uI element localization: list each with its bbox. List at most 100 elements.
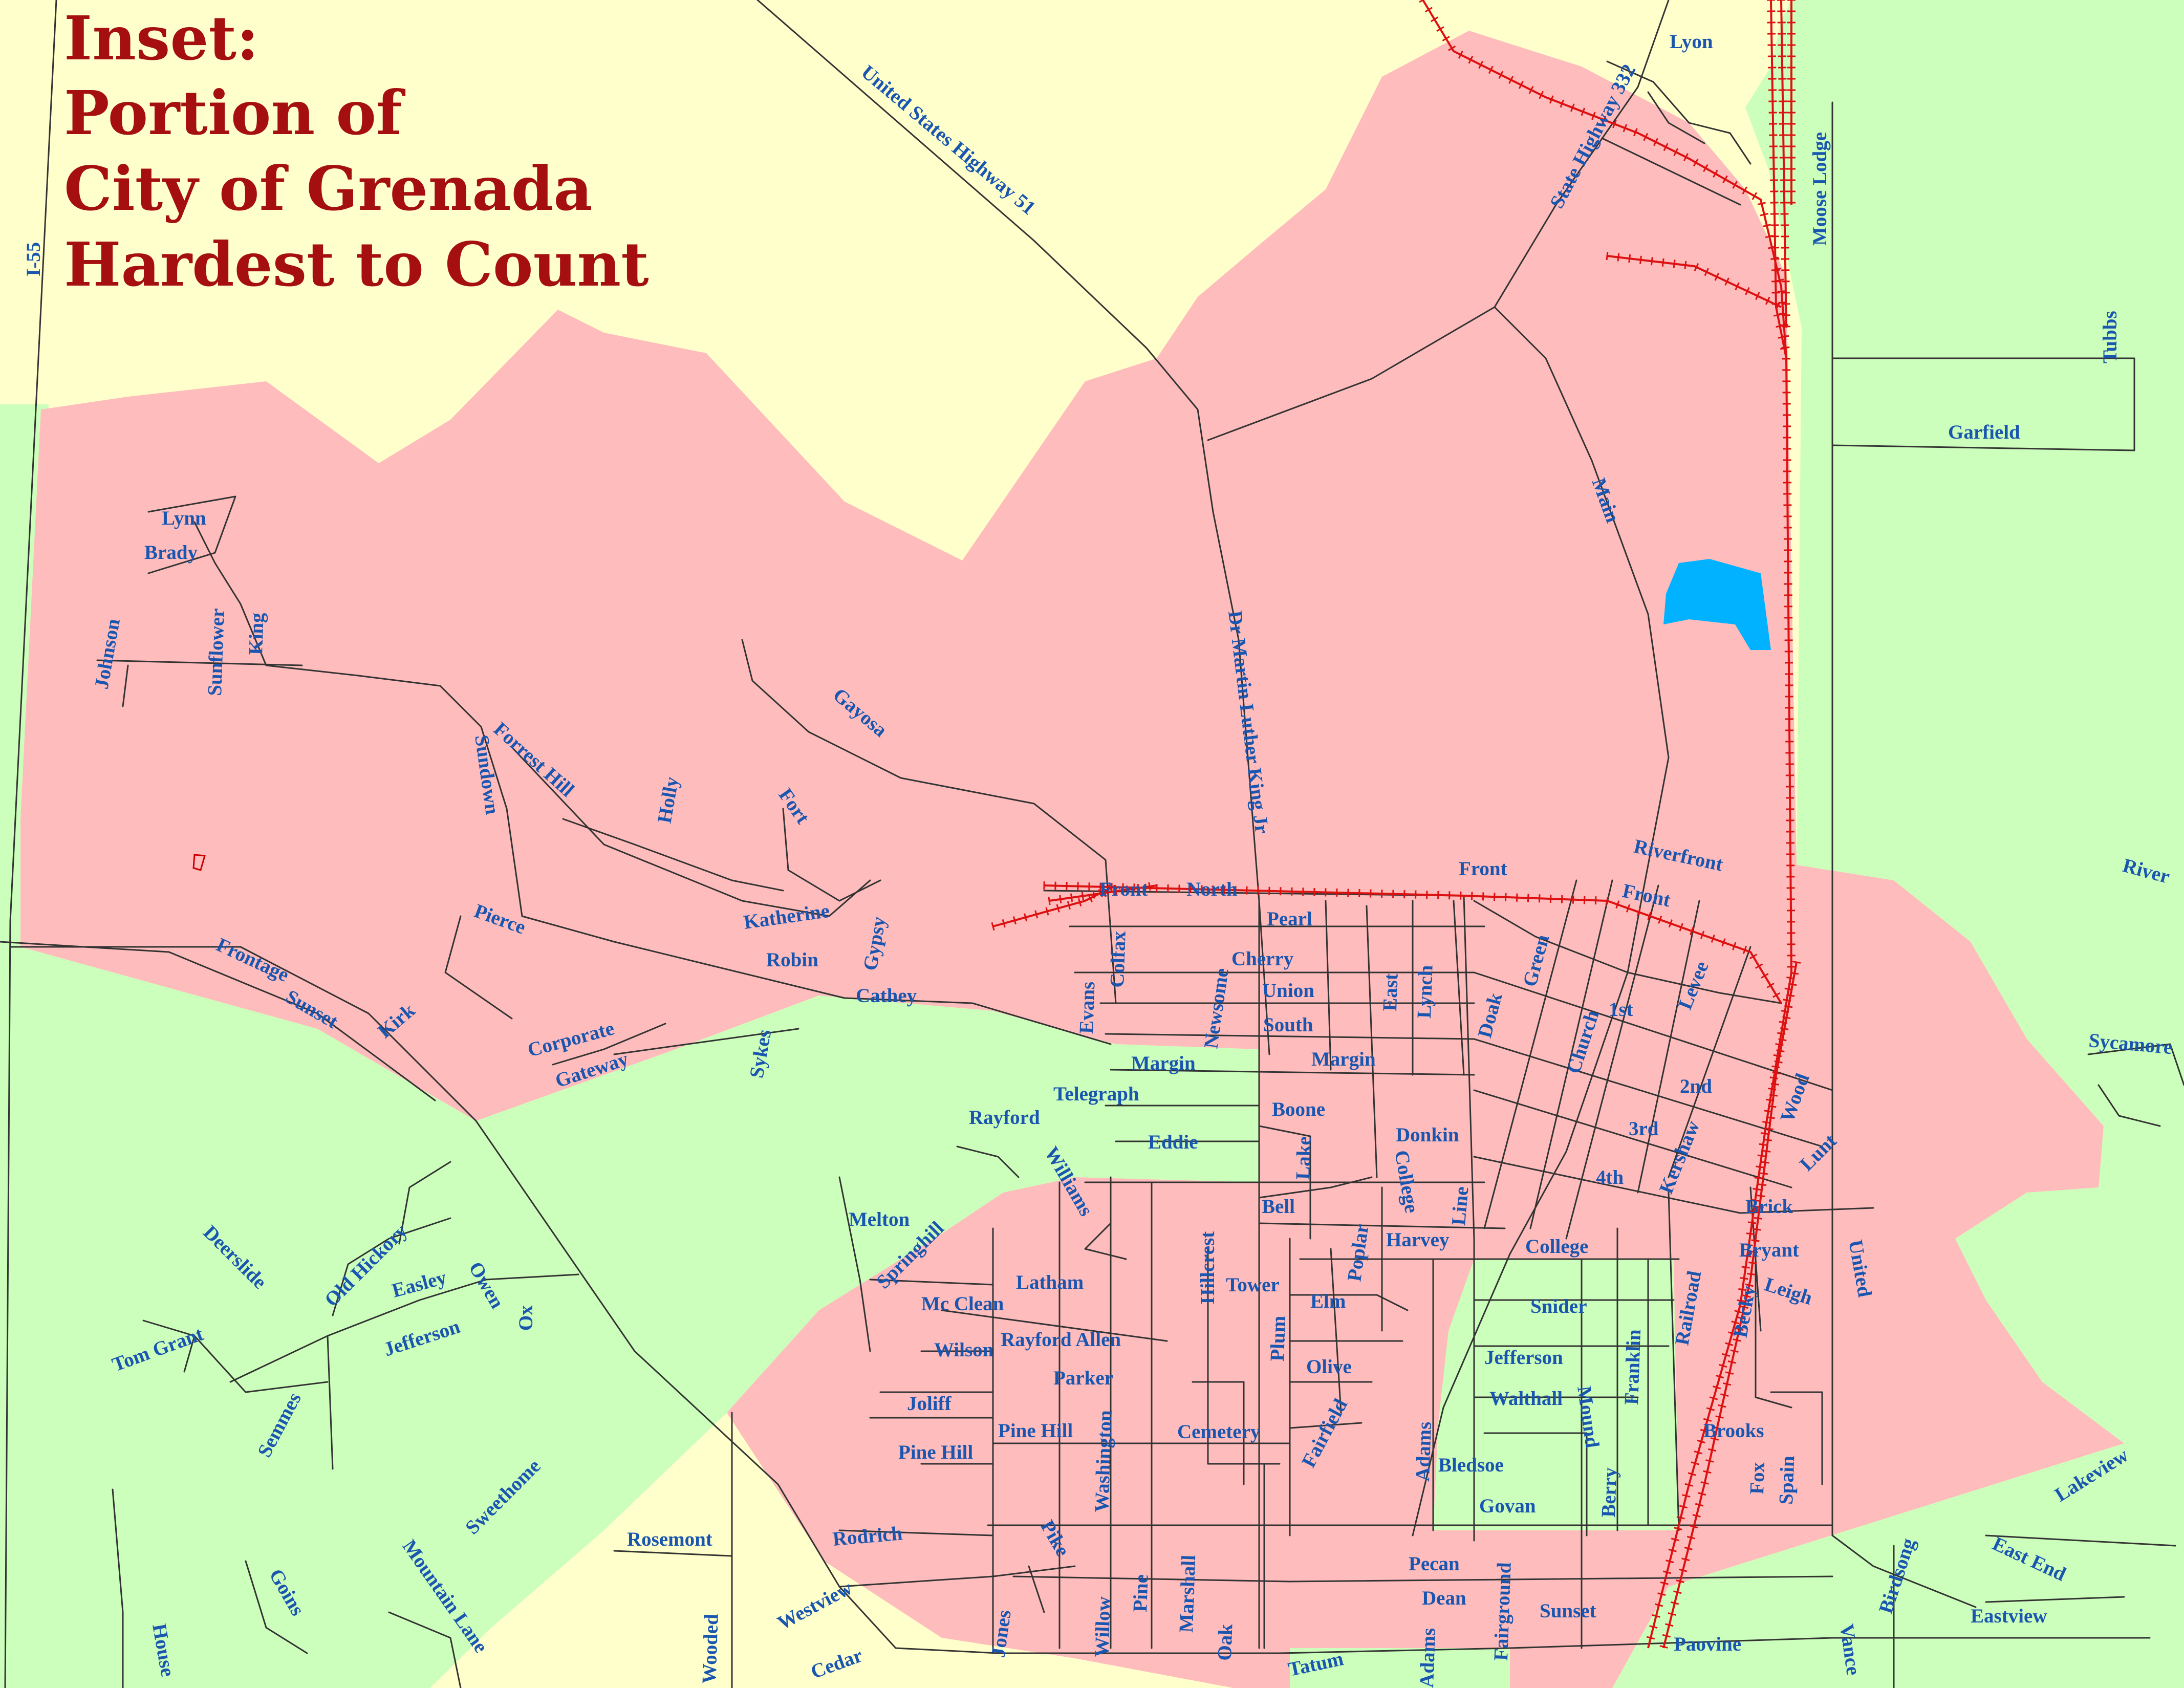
railroad-tie [1591,112,1596,120]
railroad-tie [1781,1010,1789,1013]
railroad-tie [1508,76,1514,84]
railroad-tie [1668,919,1673,928]
railroad-tie [1528,85,1534,94]
railroad-tie [1468,55,1474,64]
railroad-tie [1676,1516,1685,1520]
railroad-tie [1757,1154,1766,1157]
railroad-tie [1755,1205,1764,1208]
railroad-tie [1002,919,1006,928]
label-pine-hill-w: Pine Hill [898,1441,973,1463]
railroad-tie [1148,882,1151,891]
railroad-tie [1126,885,1129,894]
railroad-tie [1679,923,1683,932]
railroad-tie [1048,896,1051,905]
label-1st: 1st [1609,999,1633,1021]
railroad-tie [1711,934,1715,943]
railroad-tie [1703,1470,1712,1474]
railroad-tie [1059,895,1062,904]
railroad-tie [1745,287,1750,295]
railroad-tie [1581,107,1586,116]
label-harvey: Harvey [1386,1229,1450,1251]
railroad-tie [1778,1038,1787,1042]
railroad-tie [1754,1177,1763,1180]
railroad-tie [1747,1221,1757,1224]
railroad-tie [1458,51,1463,59]
label-berry: Berry [1597,1467,1621,1518]
railroad-tie [1779,1021,1787,1024]
railroad-tie [1678,1568,1688,1572]
railroad-tie [1673,259,1676,268]
railroad-tie [1753,1187,1761,1191]
railroad-tie [1690,927,1694,936]
railroad-tie [1676,1579,1684,1583]
label-bell: Bell [1262,1196,1295,1218]
railroad-tie [1742,186,1747,194]
railroad-tie [1683,153,1689,161]
railroad-tie [1742,946,1747,955]
railroad-tie [1772,1071,1781,1075]
railroad-tie [1775,1043,1784,1046]
railroad-tie [1754,1217,1763,1220]
railroad-tie [1762,1121,1771,1124]
railroad-tie [1681,1557,1690,1562]
label-garfield: Garfield [1948,421,2020,443]
label-cemetery: Cemetery [1177,1421,1261,1443]
railroad-tie [1646,1636,1655,1640]
label-dean: Dean [1422,1587,1466,1609]
label-hillcrest: Hillcrest [1197,1231,1219,1304]
railroad-tie [1730,1349,1739,1353]
railroad-tie [1659,1645,1668,1649]
railroad-tie [1684,1483,1693,1487]
railroad-tie [1478,60,1484,69]
label-cathey: Cathey [856,985,917,1007]
railroad-tie [1737,1299,1745,1302]
label-i55: I-55 [23,242,45,276]
railroad-tie [1777,290,1786,293]
label-willow: Willow [1091,1596,1115,1657]
label-latham: Latham [1016,1271,1084,1293]
railroad-tie [1777,1032,1786,1035]
railroad-tie [1668,1548,1677,1552]
label-4th: 4th [1596,1166,1624,1188]
railroad-tie [1703,1418,1712,1422]
railroad-tie [1718,1404,1726,1408]
railroad-tie [1769,1076,1778,1079]
railroad-tie [991,922,995,931]
railroad-tie [1700,930,1705,939]
railroad-tie [1700,1429,1709,1433]
railroad-tie [1617,253,1620,262]
railroad-tie [1703,164,1709,172]
railroad-tie [1626,904,1631,913]
railroad-tie [1722,1382,1732,1386]
label-franklin: Franklin [1620,1329,1645,1405]
railroad-tie [1768,1105,1777,1108]
railroad-tie [1772,992,1781,998]
railroad-tie [1722,1353,1731,1357]
railroad-tie [1668,1612,1676,1616]
railroad-tie [1628,254,1631,263]
railroad-tie [1442,36,1450,41]
map-title: Inset: Portion of City of Grenada Hardes… [64,3,649,300]
label-washington: Washington [1091,1410,1116,1512]
railroad-tie [1775,301,1781,310]
railroad-tie [1719,1364,1727,1368]
railroad-tie [1788,983,1797,986]
railroad-tie [1751,1199,1760,1202]
railroad-tie [1784,1005,1793,1008]
railroad-tie [1740,1277,1748,1280]
railroad-tie [1705,1459,1714,1463]
label-brooks: Brooks [1703,1420,1764,1442]
railroad-tie [1636,908,1641,917]
label-joliff: Joliff [907,1393,952,1415]
railroad-tie [1662,1570,1672,1574]
label-north: North [1186,878,1238,900]
label-fairground: Fairground [1490,1562,1516,1661]
railroad-tie [1766,1098,1775,1102]
title-line-1: Inset: [64,3,259,74]
railroad-tie [1700,1481,1709,1485]
railroad-tie [1765,296,1770,305]
railroad-tie [1658,915,1662,924]
title-line-2: Portion of [64,77,406,148]
label-adams-s: Adams [1416,1628,1440,1688]
railroad-tie [1493,893,1496,901]
